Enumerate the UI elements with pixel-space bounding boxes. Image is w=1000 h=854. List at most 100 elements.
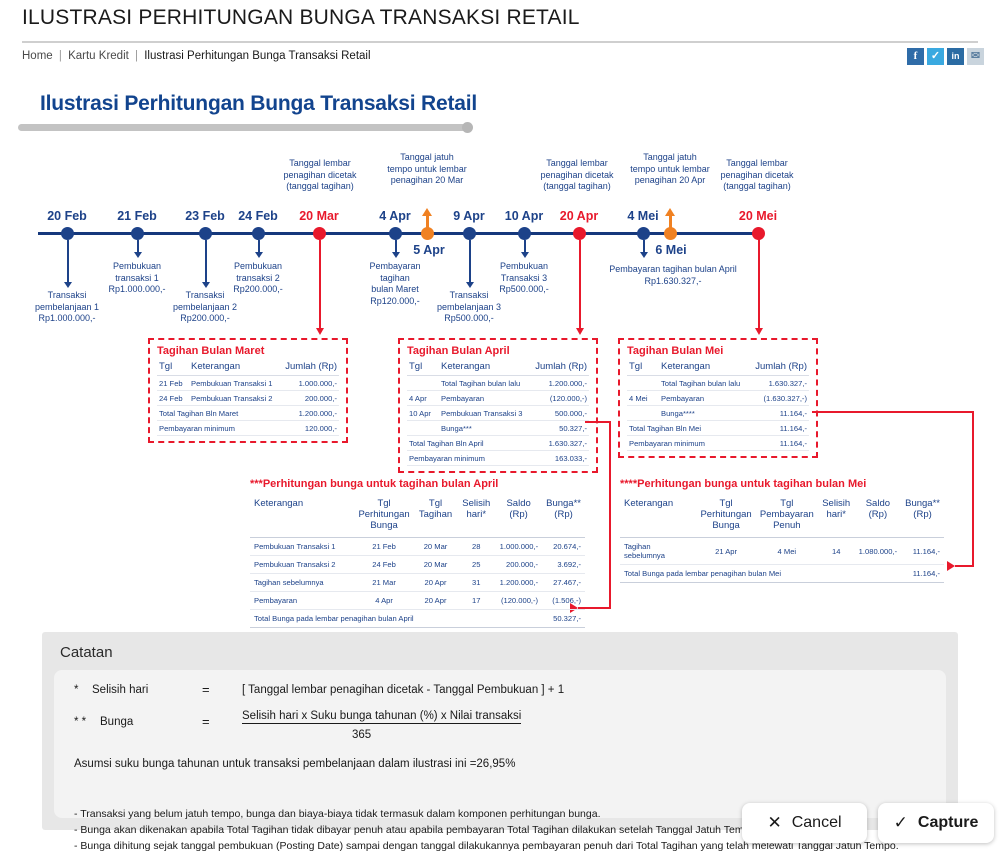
cell-selisih: 17 <box>457 591 496 610</box>
table-row-minimum: Pembayaran minimum 120.000,- <box>157 420 339 436</box>
capture-button[interactable]: ✓ Capture <box>878 803 994 843</box>
section-slider[interactable] <box>18 122 473 133</box>
cell-selisih: 28 <box>457 537 496 556</box>
timeline-node-20-apr[interactable] <box>573 227 586 240</box>
cell-selisih: 25 <box>457 555 496 574</box>
cell-jumlah: 200.000,- <box>279 390 339 406</box>
cell-tgl: 4 Mei <box>627 390 659 406</box>
timeline-node-4-apr[interactable] <box>389 227 402 240</box>
cell-total-value: 50.327,- <box>542 609 585 628</box>
catatan-panel: Catatan * Selisih hari = [ Tanggal lemba… <box>42 632 958 852</box>
bill-maret-title: Tagihan Bulan Maret <box>157 345 265 357</box>
connector-mei-h-bottom <box>955 565 974 567</box>
timeline-date-24-feb: 24 Feb <box>238 209 278 223</box>
col-saldo: Saldo(Rp) <box>495 494 543 538</box>
cell-bunga: 11.164,- <box>901 537 944 565</box>
timeline-node-21-feb[interactable] <box>131 227 144 240</box>
cell-keterangan: Pembukuan Transaksi 3 <box>439 405 530 421</box>
col-tgl: Tgl <box>157 360 189 376</box>
cell-tgl-pembayaran: 4 Mei <box>755 537 818 565</box>
table-row: Total Tagihan bulan lalu 1.630.327,- <box>627 375 809 391</box>
cancel-button[interactable]: ✕ Cancel <box>742 803 867 843</box>
timeline-stem-23-feb <box>205 240 207 284</box>
cell-saldo: (120.000,-) <box>495 591 543 610</box>
timeline-stem-21-feb <box>137 240 139 254</box>
timeline-arrow-21-feb <box>134 252 142 258</box>
col-jumlah: Jumlah (Rp) <box>529 360 589 376</box>
twitter-icon[interactable]: ✓ <box>927 48 944 65</box>
col-keterangan: Keterangan <box>659 360 749 376</box>
calc-mei-title: ****Perhitungan bunga untuk tagihan bula… <box>620 478 867 490</box>
cell-total-label: Total Bunga pada lembar penagihan bulan … <box>620 564 902 583</box>
timeline-node-23-feb[interactable] <box>199 227 212 240</box>
col-tgl: Tgl <box>407 360 439 376</box>
capture-button-label: Capture <box>917 814 979 831</box>
cell-tgl: 24 Feb <box>157 390 189 406</box>
col-keterangan: Keterangan <box>620 494 697 538</box>
cell-tgl-tagihan: 20 Apr <box>413 573 458 592</box>
cell-jumlah: 1.630.327,- <box>748 375 809 391</box>
timeline-stem-5-apr <box>426 216 429 230</box>
bill-box-maret: Tagihan Bulan Maret Tgl Keterangan Jumla… <box>148 338 348 443</box>
timeline-node-10-apr[interactable] <box>518 227 531 240</box>
breadcrumb-item-home[interactable]: Home <box>22 50 53 62</box>
timeline-node-20-mar[interactable] <box>313 227 326 240</box>
facebook-icon[interactable]: f <box>907 48 924 65</box>
connector-april-v <box>609 421 611 608</box>
timeline-node-9-apr[interactable] <box>463 227 476 240</box>
table-header-row: Tgl Keterangan Jumlah (Rp) <box>627 360 809 376</box>
cell-tgl-bunga: 4 Apr <box>354 591 414 610</box>
breadcrumb-item-kartu-kredit[interactable]: Kartu Kredit <box>68 50 129 62</box>
cell-tgl-tagihan: 20 Mar <box>413 537 458 556</box>
table-row: Tagihan sebelumnya 21 Mar 20 Apr 31 1.20… <box>250 573 585 592</box>
timeline-stem-4-apr <box>395 240 397 254</box>
note-formula-bunga-denominator: 365 <box>352 729 372 741</box>
timeline-node-20-feb[interactable] <box>61 227 74 240</box>
cell-jumlah: (120.000,-) <box>529 390 589 406</box>
catatan-bullet: - Bunga akan dikenakan apabila Total Tag… <box>74 824 759 836</box>
email-icon[interactable]: ✉ <box>967 48 984 65</box>
bill-mei-table: Tgl Keterangan Jumlah (Rp) Total Tagihan… <box>627 360 809 451</box>
linkedin-icon[interactable]: in <box>947 48 964 65</box>
cell-bunga: 3.692,- <box>542 555 585 574</box>
timeline-date-23-feb: 23 Feb <box>185 209 225 223</box>
cell-min-label: Pembayaran minimum <box>627 435 749 451</box>
timeline-arrow-20-mar <box>316 328 324 335</box>
timeline-node-20-mei[interactable] <box>752 227 765 240</box>
cell-total-value: 1.200.000,- <box>279 405 339 421</box>
cell-saldo: 1.200.000,- <box>495 573 543 592</box>
note-star-1: * <box>74 684 79 696</box>
cell-keterangan: Pembayaran <box>659 390 749 406</box>
timeline-date-4-apr: 4 Apr <box>379 209 411 223</box>
table-row: 4 Apr Pembayaran (120.000,-) <box>407 390 589 406</box>
timeline-node-24-feb[interactable] <box>252 227 265 240</box>
timeline-stem-24-feb <box>258 240 260 254</box>
cell-tgl <box>627 375 659 391</box>
cell-min-label: Pembayaran minimum <box>407 450 530 466</box>
timeline-node-6-mei[interactable] <box>664 227 677 240</box>
cell-tgl <box>627 405 659 421</box>
slider-knob[interactable] <box>462 122 473 133</box>
timeline-stem-20-mei <box>758 240 760 330</box>
cell-min-value: 11.164,- <box>748 435 809 451</box>
timeline-node-4-mei[interactable] <box>637 227 650 240</box>
close-icon: ✕ <box>767 813 782 832</box>
catatan-title: Catatan <box>60 644 113 661</box>
timeline-node-5-apr[interactable] <box>421 227 434 240</box>
breadcrumb: Home | Kartu Kredit | Ilustrasi Perhitun… <box>22 50 371 62</box>
col-keterangan: Keterangan <box>439 360 530 376</box>
timeline-stem-6-mei <box>669 216 672 230</box>
table-row: 10 Apr Pembukuan Transaksi 3 500.000,- <box>407 405 589 421</box>
note-star-2: * * <box>74 716 87 728</box>
cell-total-value: 11.164,- <box>901 564 944 583</box>
bill-box-april: Tagihan Bulan April Tgl Keterangan Jumla… <box>398 338 598 473</box>
